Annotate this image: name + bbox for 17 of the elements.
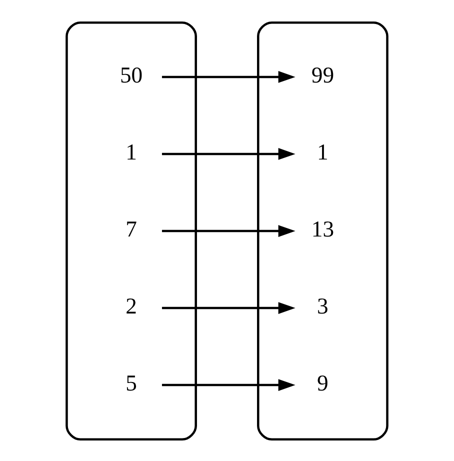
node-text: 13 [311, 216, 334, 242]
arrow [162, 148, 296, 160]
node-text: 7 [126, 216, 137, 242]
node-text: 3 [317, 293, 328, 318]
node-text: 2 [126, 293, 137, 318]
arrow [162, 70, 296, 82]
node-text: 99 [311, 62, 334, 88]
node-text: 1 [317, 139, 328, 164]
arrow [162, 224, 296, 236]
node-text: 50 [120, 62, 143, 88]
node-text: 9 [317, 370, 328, 396]
node-text: 1 [126, 139, 137, 164]
arrow [162, 302, 296, 314]
cluster [66, 20, 197, 440]
cluster [257, 20, 388, 440]
node-text: 5 [126, 370, 137, 396]
arrow [162, 378, 296, 390]
